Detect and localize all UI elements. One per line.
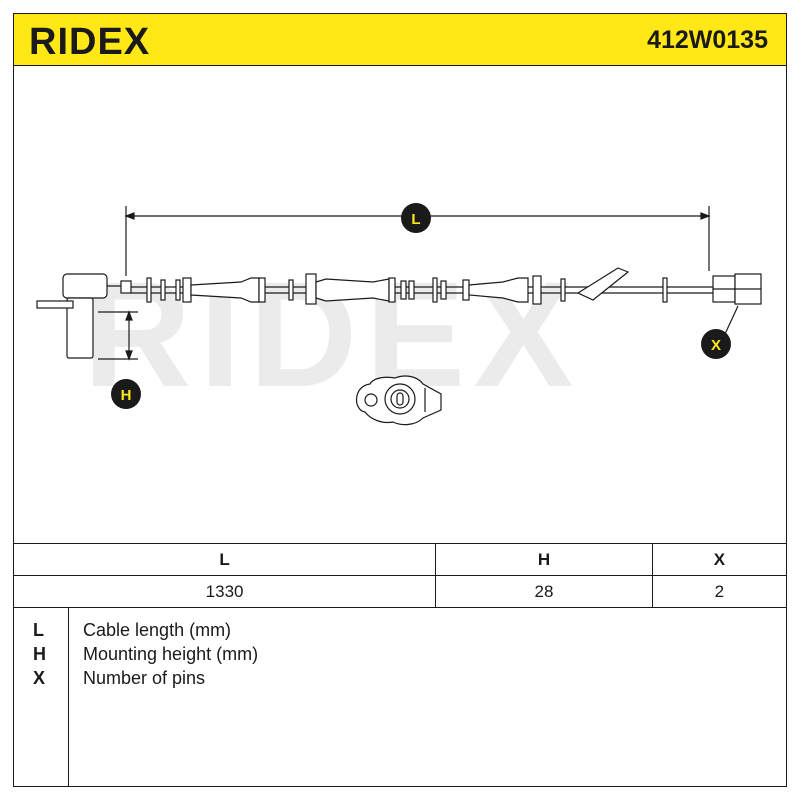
value-x: 2 <box>651 575 788 608</box>
callout-x: X <box>701 329 731 359</box>
legend-description: Cable length (mm) <box>83 620 232 640</box>
column-header-l: L <box>12 543 437 576</box>
sensor-head <box>36 273 132 359</box>
column-header-x: X <box>651 543 788 576</box>
watermark-logo: RIDEX <box>83 250 581 418</box>
table-header-row: L H X <box>12 543 788 576</box>
column-header-h: H <box>435 543 653 576</box>
legend-description: Number of pins <box>83 668 206 688</box>
legend-divider <box>68 608 69 787</box>
legend: L Cable length (mm) H Mounting height (m… <box>13 607 787 788</box>
value-l: 1330 <box>12 575 437 608</box>
legend-key: L <box>33 620 44 640</box>
header-bar: RIDEX 412W0135 <box>13 13 787 66</box>
height-dimension <box>98 310 138 361</box>
legend-key: H <box>33 644 46 664</box>
mounting-bracket <box>356 375 442 426</box>
svg-text:L: L <box>411 211 420 228</box>
connector <box>712 273 762 305</box>
value-h: 28 <box>435 575 653 608</box>
x-leader-line <box>724 305 739 335</box>
drawing-frame <box>13 66 787 787</box>
callout-l: L <box>401 203 431 233</box>
table-row: 1330 28 2 <box>12 575 788 608</box>
svg-text:H: H <box>121 387 132 404</box>
svg-text:RIDEX: RIDEX <box>29 22 150 60</box>
legend-key: X <box>33 668 46 688</box>
brand-logo: RIDEX <box>29 22 150 60</box>
callout-h: H <box>111 379 141 409</box>
svg-text:X: X <box>711 337 721 354</box>
part-number: 412W0135 <box>647 26 768 54</box>
dimensions-table: L H X 1330 28 2 <box>12 543 788 608</box>
cable <box>131 267 713 305</box>
technical-drawing: RIDEX <box>36 203 762 426</box>
legend-description: Mounting height (mm) <box>83 644 259 664</box>
